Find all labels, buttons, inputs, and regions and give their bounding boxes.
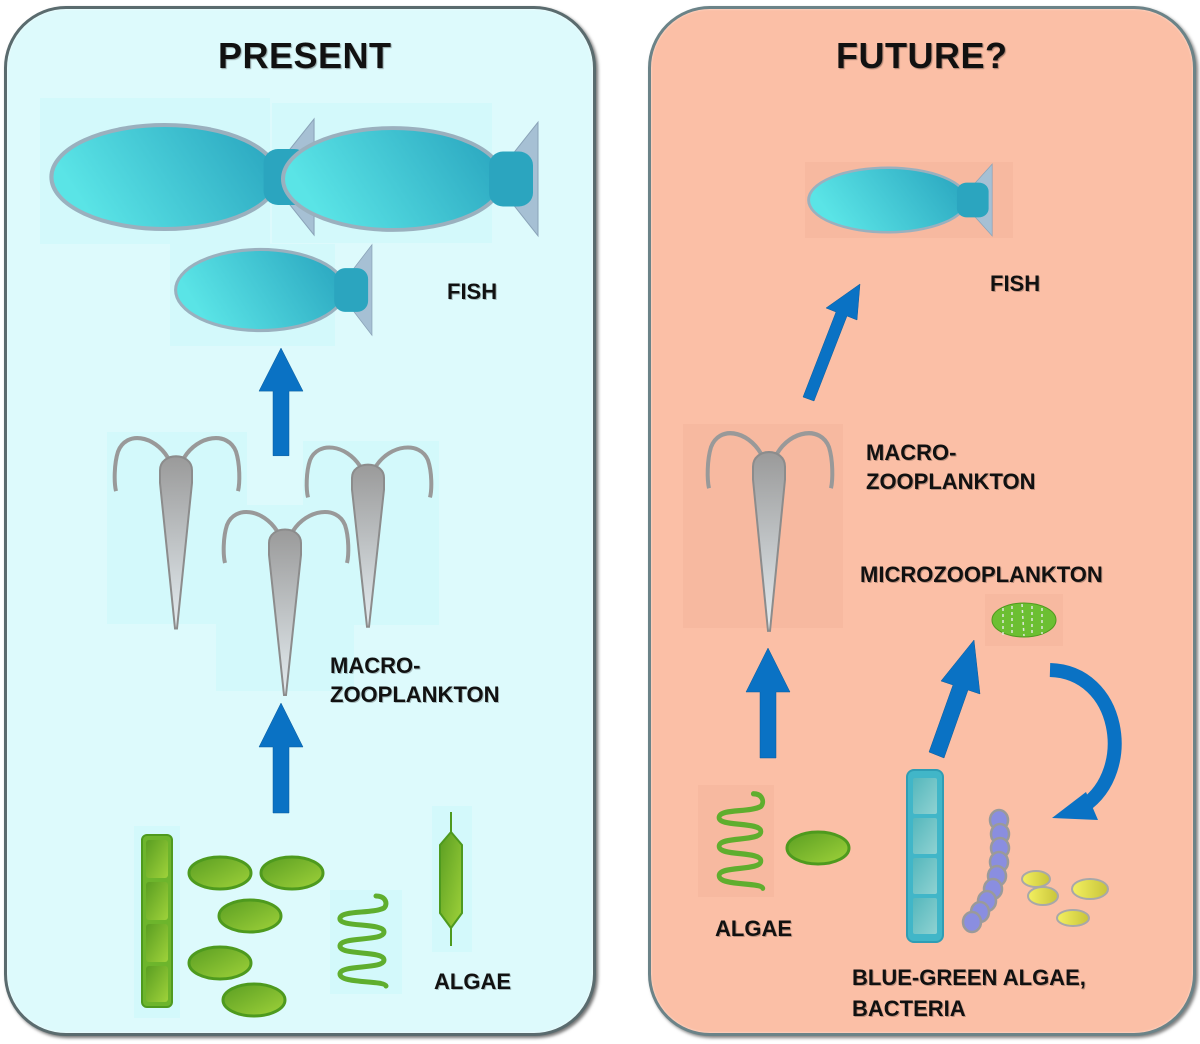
present-macro-label-line1: MACRO- bbox=[330, 653, 421, 678]
future-macro-label-line1: MACRO- bbox=[866, 440, 957, 465]
future-title: FUTURE? bbox=[836, 35, 1008, 76]
yellow-bacteria-icon bbox=[1021, 870, 1109, 927]
future-micro-label: MICROZOOPLANKTON bbox=[860, 562, 1103, 587]
future-bluegreen-label-line1: BLUE-GREEN ALGAE, bbox=[852, 965, 1086, 990]
arrow-up-icon bbox=[745, 647, 791, 759]
curved-arrow-icon bbox=[1049, 663, 1122, 820]
diatom-algae-icon bbox=[439, 812, 463, 946]
cyanobacteria-filament-icon bbox=[906, 769, 944, 943]
microzooplankton-icon bbox=[991, 602, 1057, 638]
fish-icon bbox=[281, 120, 540, 238]
green-algae-cell-icon bbox=[187, 855, 253, 891]
arrow-diagonal-icon bbox=[802, 283, 861, 402]
green-algae-cell-icon bbox=[187, 945, 253, 981]
green-algae-cell-icon bbox=[221, 982, 287, 1018]
present-macro-label-line2: ZOOPLANKTON bbox=[330, 682, 500, 707]
chain-bacteria-icon bbox=[961, 808, 1011, 934]
future-macro-label-line2: ZOOPLANKTON bbox=[866, 469, 1036, 494]
present-title: PRESENT bbox=[218, 35, 392, 76]
arrow-up-icon bbox=[258, 347, 304, 457]
filament-algae-icon bbox=[141, 834, 173, 1008]
green-algae-cell-icon bbox=[785, 830, 851, 866]
green-algae-cell-icon bbox=[259, 855, 325, 891]
fish-icon bbox=[174, 243, 374, 337]
present-fish-label: FISH bbox=[447, 279, 498, 304]
future-algae-label: ALGAE bbox=[715, 916, 792, 941]
present-algae-label: ALGAE bbox=[434, 969, 511, 994]
green-algae-cell-icon bbox=[217, 898, 283, 934]
future-fish-label: FISH bbox=[990, 271, 1041, 296]
future-bluegreen-label-line2: BACTERIA bbox=[852, 996, 966, 1021]
arrow-up-icon bbox=[258, 702, 304, 814]
arrow-diagonal-icon bbox=[928, 639, 981, 759]
